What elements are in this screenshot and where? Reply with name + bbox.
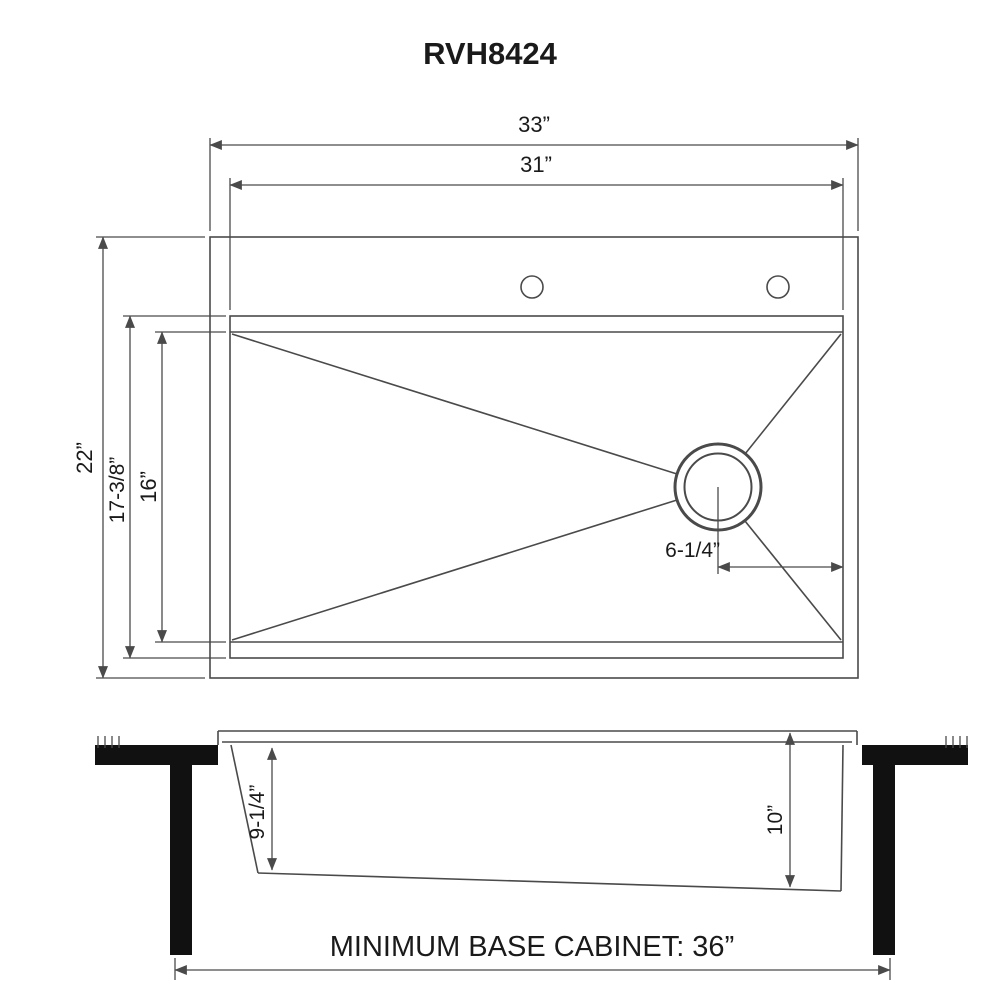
dimension-overall-width: 33”: [209, 112, 859, 231]
dimension-bowl-depth: 17-3/8”: [106, 315, 226, 659]
dimension-drain-offset: 6-1/4”: [665, 487, 844, 574]
side-view: 9-1/4” 10” MINIMUM BASE CABINET: 36”: [95, 730, 968, 980]
dimension-base-cabinet: MINIMUM BASE CABINET: 36”: [174, 931, 891, 980]
top-view: 33” 31” 22” 17-3/8” 16”: [72, 112, 859, 679]
dimension-left-bowl-depth: 9-1/4”: [246, 747, 277, 871]
dimension-right-bowl-depth: 10”: [764, 732, 795, 888]
cabinet-side-right: [873, 765, 895, 955]
right-bowl-depth-label: 10”: [764, 805, 787, 835]
overall-depth-label: 22”: [72, 442, 97, 474]
dimension-overall-depth: 22”: [72, 236, 205, 679]
bowl-depth-label: 17-3/8”: [106, 457, 129, 524]
faucet-hole-left: [520, 275, 544, 299]
sink-outer-outline: [209, 236, 859, 679]
countertop-break-ticks-left: [97, 736, 120, 748]
faucet-hole-right: [766, 275, 790, 299]
countertop-left: [95, 745, 218, 765]
dimension-inner-depth: 16”: [136, 331, 226, 643]
left-bowl-depth-label: 9-1/4”: [246, 785, 269, 840]
bowl-outline: [229, 315, 844, 659]
overall-width-label: 33”: [518, 112, 550, 137]
bowl-slope-diagonals: [231, 333, 842, 641]
base-cabinet-label: MINIMUM BASE CABINET: 36”: [330, 931, 734, 963]
inner-depth-label: 16”: [136, 471, 161, 503]
bowl-width-label: 31”: [520, 152, 552, 177]
sink-cross-section: [217, 730, 858, 892]
drawing-title: RVH8424: [423, 36, 558, 71]
faucet-holes: [520, 275, 790, 299]
dimension-bowl-width: 31”: [229, 152, 844, 310]
countertop-right: [862, 745, 968, 765]
countertop-break-ticks-right: [945, 736, 968, 748]
cabinet-side-left: [170, 765, 192, 955]
drain-offset-label: 6-1/4”: [665, 539, 720, 562]
bowl-inner-edges: [230, 331, 843, 643]
